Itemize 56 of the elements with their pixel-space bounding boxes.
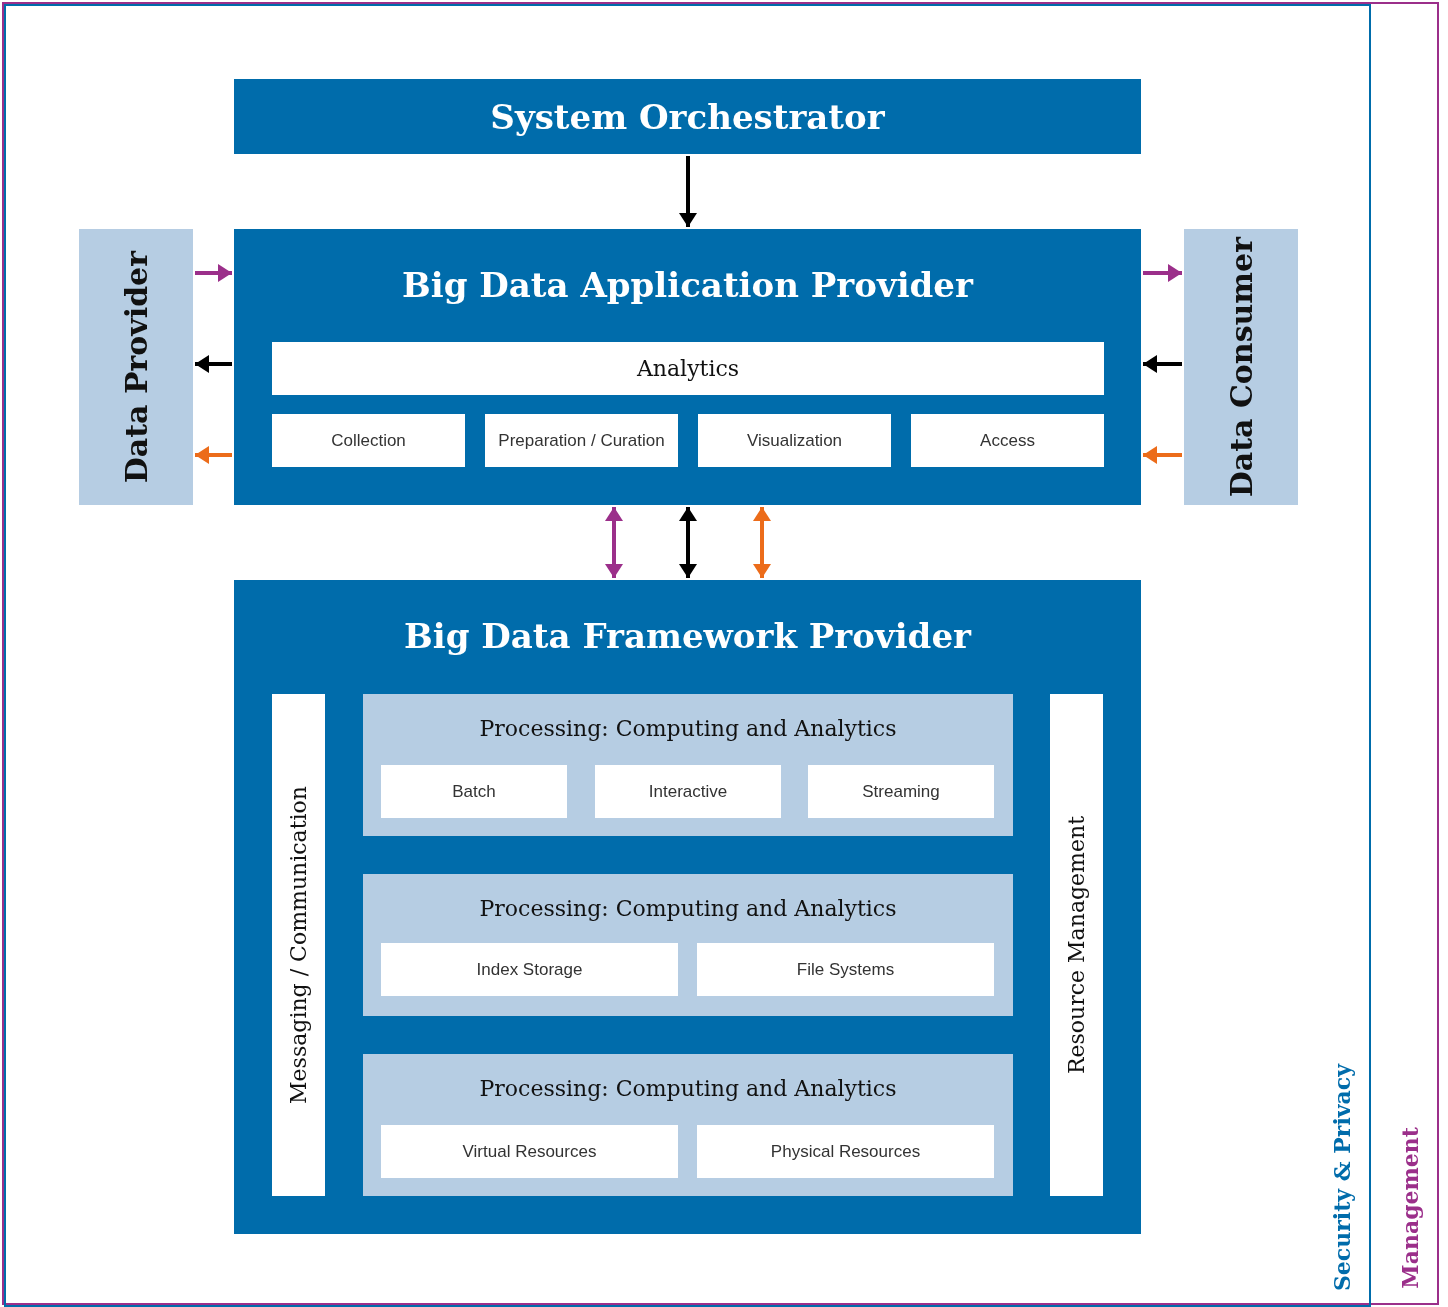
heading: Processing: Computing and Analytics <box>478 1076 898 1101</box>
heading: Big Data Application Provider <box>401 265 975 305</box>
component-label: Collection <box>331 431 406 450</box>
heading: Processing: Computing and Analytics <box>478 716 898 741</box>
layer-panel <box>363 874 1013 1016</box>
component-label: Visualization <box>746 431 843 450</box>
arrow <box>753 507 771 578</box>
arrow <box>679 507 697 578</box>
role-box <box>79 229 193 505</box>
component-box <box>381 765 567 818</box>
component-label: File Systems <box>796 960 895 979</box>
arrow <box>679 156 697 227</box>
component-label: Access <box>980 431 1035 450</box>
arrow <box>195 264 232 282</box>
component-label: Analytics <box>636 356 740 381</box>
layer-panel <box>363 694 1013 836</box>
arrow <box>605 507 623 578</box>
component-box <box>272 694 325 1196</box>
arrow <box>195 446 232 464</box>
component-label: Messaging / Communication <box>286 786 311 1104</box>
component-box <box>697 1125 994 1178</box>
component-box <box>911 414 1104 467</box>
component-box <box>272 414 465 467</box>
heading: Data Provider <box>118 250 154 484</box>
component-box <box>485 414 678 467</box>
arrow <box>1143 355 1182 373</box>
heading: Big Data Framework Provider <box>403 616 973 656</box>
component-label: Physical Resources <box>770 1142 921 1161</box>
arrow <box>195 355 232 373</box>
heading: Processing: Computing and Analytics <box>478 896 898 921</box>
layer-panel <box>363 1054 1013 1196</box>
provider-box <box>234 580 1141 1234</box>
component-box <box>808 765 994 818</box>
component-box <box>697 943 994 996</box>
component-label: Resource Management <box>1064 815 1089 1075</box>
heading: System Orchestrator <box>490 96 885 137</box>
component-box <box>272 342 1104 395</box>
heading: Data Consumer <box>1223 236 1259 498</box>
component-box <box>1050 694 1103 1196</box>
provider-box <box>234 229 1141 505</box>
component-box <box>698 414 891 467</box>
frame-label: Security & Privacy <box>1329 1063 1355 1291</box>
arrow <box>1143 264 1182 282</box>
arrow <box>1143 446 1182 464</box>
role-box <box>234 79 1141 154</box>
component-label: Batch <box>452 782 496 801</box>
component-label: Interactive <box>648 782 728 801</box>
component-box <box>381 943 678 996</box>
component-label: Index Storage <box>476 960 583 979</box>
component-box <box>381 1125 678 1178</box>
role-box <box>1184 229 1298 505</box>
component-label: Virtual Resources <box>462 1142 597 1161</box>
component-box <box>595 765 781 818</box>
frame-label: Management <box>1397 1127 1423 1289</box>
component-label: Preparation / Curation <box>498 431 665 450</box>
component-label: Streaming <box>862 782 940 801</box>
